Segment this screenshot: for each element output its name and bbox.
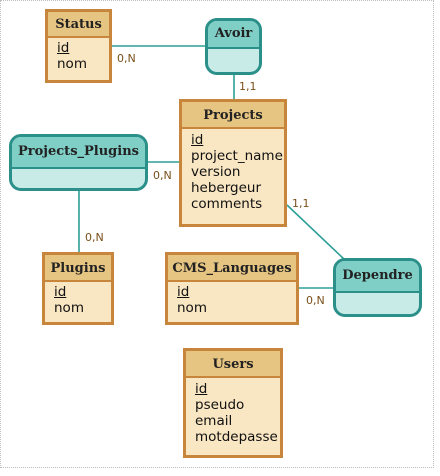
field-id: id xyxy=(177,284,190,300)
entity-status[interactable]: Status id nom xyxy=(45,9,112,83)
field-id: id xyxy=(191,132,204,148)
entity-title: CMS_Languages xyxy=(168,255,296,282)
cardinality-projects-plugins-projects: 0,N xyxy=(153,169,172,182)
field-nom: nom xyxy=(54,300,84,316)
cardinality-cms-dependre: 0,N xyxy=(306,294,325,307)
entity-projects[interactable]: Projects id project_name version heberge… xyxy=(179,99,287,227)
field-comments: comments xyxy=(191,196,263,212)
cardinality-plugins-projects-plugins: 0,N xyxy=(85,231,104,244)
entity-users[interactable]: Users id pseudo email motdepasse xyxy=(183,348,283,458)
entity-title: Projects xyxy=(182,102,284,129)
field-id: id xyxy=(54,284,67,300)
field-hebergeur: hebergeur xyxy=(191,180,262,196)
field-email: email xyxy=(195,413,233,429)
entity-plugins[interactable]: Plugins id nom xyxy=(42,252,114,325)
association-title: Dependre xyxy=(336,261,419,293)
cardinality-avoir-projects: 1,1 xyxy=(239,80,257,93)
field-pseudo: pseudo xyxy=(195,397,245,413)
link-projects-dependre xyxy=(286,204,346,261)
field-nom: nom xyxy=(57,56,87,72)
entity-cms-languages[interactable]: CMS_Languages id nom xyxy=(165,252,299,325)
field-version: version xyxy=(191,164,241,180)
association-projects-plugins[interactable]: Projects_Plugins xyxy=(9,134,148,191)
association-avoir[interactable]: Avoir xyxy=(205,18,262,75)
field-project-name: project_name xyxy=(191,148,283,164)
cardinality-status-avoir: 0,N xyxy=(117,52,136,65)
cardinality-projects-dependre: 1,1 xyxy=(292,197,310,210)
field-motdepasse: motdepasse xyxy=(195,429,278,445)
field-id: id xyxy=(57,40,70,56)
association-title: Projects_Plugins xyxy=(12,137,145,169)
association-title: Avoir xyxy=(208,21,259,49)
association-dependre[interactable]: Dependre xyxy=(333,258,422,317)
entity-title: Status xyxy=(48,12,109,38)
field-id: id xyxy=(195,381,208,397)
field-nom: nom xyxy=(177,300,207,316)
entity-title: Plugins xyxy=(45,255,111,282)
entity-title: Users xyxy=(186,351,280,378)
